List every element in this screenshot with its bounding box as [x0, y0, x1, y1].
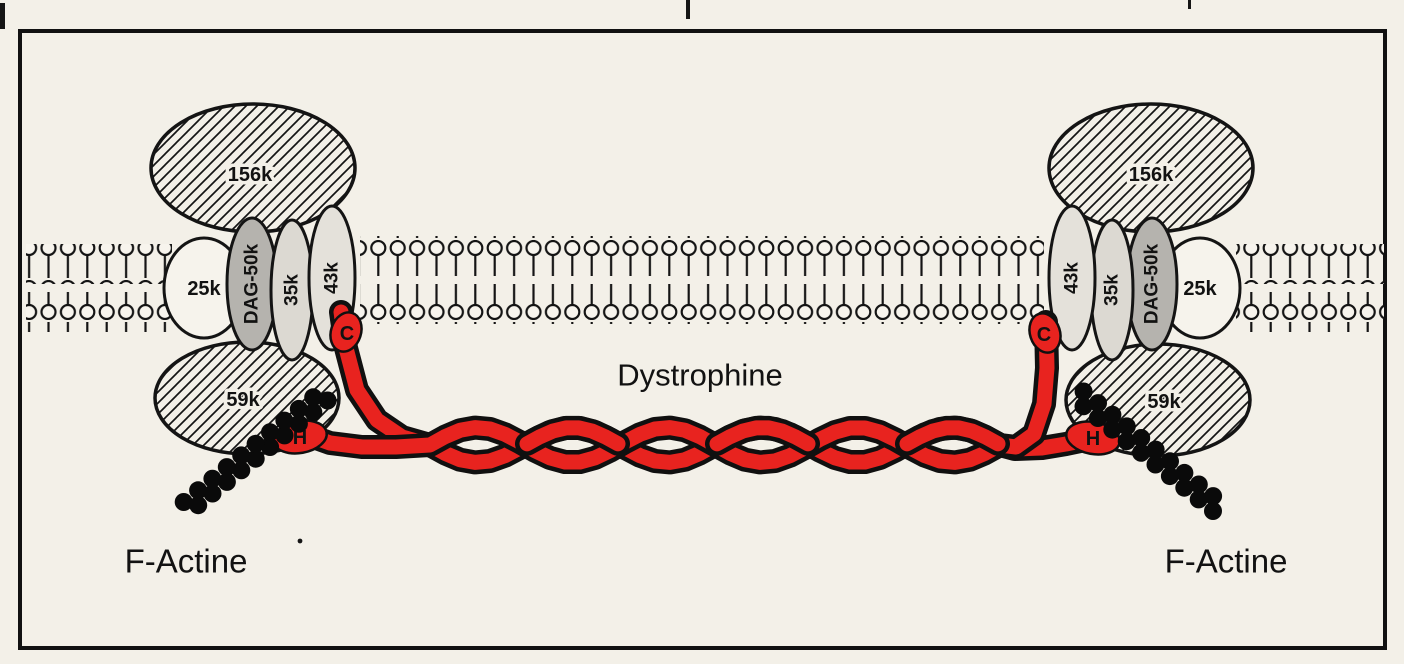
scan-artifacts — [0, 0, 1191, 544]
actin-bead — [1146, 455, 1165, 474]
scan-artifact — [297, 538, 303, 544]
actin-bead — [304, 388, 323, 407]
label-43k-left: 43k — [322, 262, 343, 294]
scan-artifact — [1188, 0, 1191, 9]
actin-bead — [1189, 490, 1208, 509]
dystrophin-dimer: C C H H — [272, 300, 1121, 475]
actin-bead — [1103, 420, 1122, 439]
actin-bead — [261, 423, 279, 442]
actin-bead — [304, 403, 323, 422]
actin-bead — [1204, 487, 1223, 506]
actin-bead — [1189, 475, 1208, 494]
actin-bead — [1074, 382, 1093, 401]
actin-bead — [1074, 397, 1093, 416]
f-actin-label-left: F-Actine — [125, 543, 248, 580]
actin-bead — [1132, 429, 1151, 447]
actin-bead — [232, 446, 251, 465]
actin-bead — [289, 414, 308, 433]
actin-bead — [189, 481, 208, 500]
actin-bead — [318, 391, 337, 410]
actin-bead — [1146, 440, 1165, 459]
f-actin-label-right: F-Actine — [1165, 543, 1288, 580]
actin-bead — [203, 484, 222, 503]
actin-bead — [246, 434, 265, 453]
dystrophin-strand-a-overcross — [519, 420, 1006, 452]
actin-bead — [1117, 417, 1136, 436]
actin-bead — [1161, 452, 1179, 471]
label-dag50k-left: DAG-50k — [242, 243, 263, 324]
membrane-center-bottom-leaflet — [360, 284, 1044, 324]
dystrophin-label: Dystrophine — [617, 358, 782, 393]
label-35k-left: 35k — [282, 274, 303, 306]
label-43k-right: 43k — [1062, 262, 1083, 294]
actin-bead — [203, 469, 222, 488]
label-59k-right: 59k — [1147, 391, 1181, 413]
actin-bead — [1175, 478, 1194, 497]
label-156k-right: 156k — [1129, 164, 1174, 186]
membrane — [26, 236, 1384, 332]
actin-bead — [174, 493, 193, 511]
actin-bead — [289, 399, 308, 418]
actin-bead — [232, 461, 251, 480]
actin-bead — [1089, 394, 1107, 413]
c-terminus-label-right: C — [1037, 324, 1051, 346]
actin-bead — [261, 438, 280, 456]
membrane-center-top-leaflet — [360, 236, 1044, 276]
actin-bead — [217, 458, 236, 477]
h-terminus-label-left: H — [293, 427, 307, 449]
label-59k-left: 59k — [226, 389, 260, 411]
actin-bead — [217, 472, 236, 491]
actin-bead — [1103, 405, 1122, 424]
actin-bead — [189, 496, 208, 515]
scan-artifact — [686, 0, 690, 19]
actin-bead — [1175, 463, 1194, 482]
membrane-left-bottom-leaflet — [26, 292, 172, 332]
actin-bead — [1160, 467, 1179, 486]
actin-bead — [275, 411, 294, 430]
membrane-right-bottom-leaflet — [1236, 292, 1384, 332]
label-25k-right: 25k — [1183, 278, 1217, 300]
figure-border — [18, 29, 1387, 650]
actin-bead — [246, 449, 265, 468]
membrane-right-top-leaflet — [1236, 244, 1384, 284]
h-terminus-label-right: H — [1086, 428, 1100, 450]
label-156k-left: 156k — [228, 164, 273, 186]
label-dag50k-right: DAG-50k — [1142, 243, 1163, 324]
actin-bead — [1132, 443, 1151, 462]
c-terminus-label-left: C — [340, 323, 354, 345]
actin-bead — [1088, 409, 1107, 427]
label-35k-right: 35k — [1102, 274, 1123, 306]
actin-bead — [1117, 432, 1136, 451]
protein-43k-right — [1047, 204, 1097, 352]
scan-artifact — [0, 3, 5, 29]
membrane-left-top-leaflet — [26, 244, 172, 284]
f-actin-filament-left — [174, 388, 337, 515]
c-terminus-blob-left — [329, 311, 363, 353]
label-25k-left: 25k — [187, 278, 221, 300]
actin-bead — [1204, 502, 1222, 520]
actin-bead — [275, 426, 294, 445]
f-actin-filament-right — [1074, 382, 1223, 520]
c-terminus-blob-right — [1028, 312, 1062, 354]
